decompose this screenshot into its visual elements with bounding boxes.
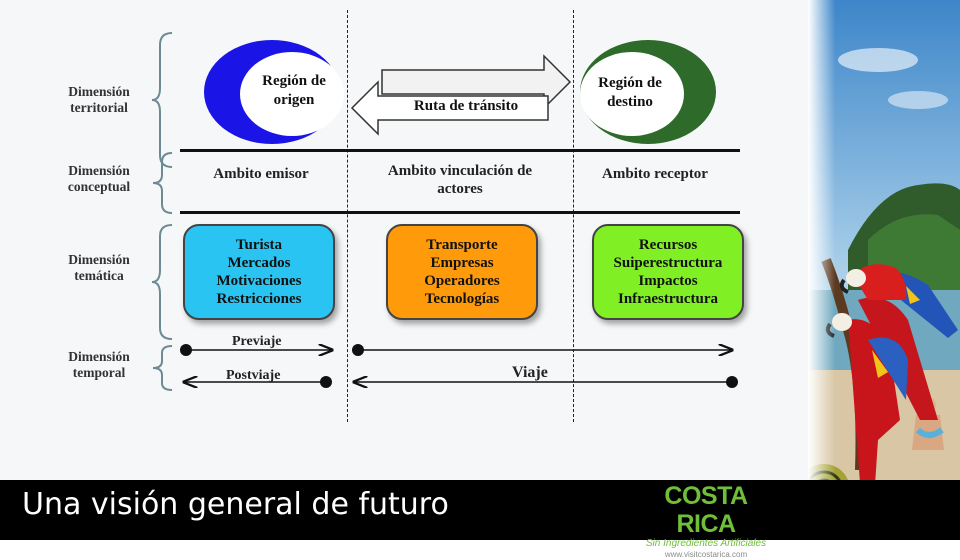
separator-left [347, 10, 348, 422]
thematic-item: Operadores [424, 273, 500, 289]
thematic-item: Transporte [426, 237, 498, 253]
bracket-territorial [151, 32, 173, 168]
dimension-label-temporal: Dimensión temporal [44, 349, 154, 381]
temporal-arrows [180, 344, 738, 388]
ambito-receptor: Ambito receptor [602, 166, 708, 182]
thematic-item: Impactos [638, 273, 698, 289]
dimension-label-line: Dimensión [68, 252, 130, 267]
thematic-item: Infraestructura [618, 291, 718, 307]
dimension-label-territorial: Dimensión territorial [44, 84, 154, 116]
logo-wordmark: COSTA RICA [664, 482, 748, 538]
previaje-start-dot [180, 344, 192, 356]
thematic-item: Recursos [638, 237, 698, 253]
bracket-conceptual [152, 152, 173, 214]
postviaje-label: Postviaje [226, 368, 281, 383]
origin-label-line: origen [273, 92, 315, 108]
thematic-item: Empresas [430, 255, 494, 271]
return-arrow [350, 80, 549, 136]
ambito-vinculacion: Ambito vinculación de actores [362, 162, 558, 198]
thematic-box-destination: Recursos Suiperestructura Impactos Infra… [592, 224, 744, 320]
viaje-start-dot [352, 344, 364, 356]
transit-label: Ruta de tránsito [413, 98, 519, 114]
bracket-temporal [152, 345, 173, 391]
outbound-arrow [381, 54, 572, 110]
macaw-beach-photo [808, 0, 960, 540]
dimension-label-line: temporal [72, 365, 126, 380]
thematic-item: Mercados [227, 255, 291, 271]
separator-right [573, 10, 574, 422]
dimension-label-tematica: Dimensión temática [44, 252, 154, 284]
thematic-box-transit: Transporte Empresas Operadores Tecnologí… [386, 224, 538, 320]
dimension-label-line: territorial [70, 100, 128, 115]
destination-region-shape [580, 40, 716, 144]
dimension-label-line: Dimensión [68, 349, 130, 364]
origin-region-shape [204, 40, 344, 144]
destination-label-line: destino [607, 94, 653, 110]
viaje-label: Viaje [512, 364, 548, 381]
thematic-box-origin: Turista Mercados Motivaciones Restriccio… [183, 224, 335, 320]
viaje-end-dot [726, 376, 738, 388]
previaje-label: Previaje [232, 334, 282, 349]
transit-arrows [350, 54, 572, 136]
dimension-label-line: Dimensión [68, 84, 130, 99]
origin-region-label: Región de origen [244, 72, 344, 110]
dimension-label-line: Dimensión [68, 163, 130, 178]
dimension-label-line: temática [74, 268, 124, 283]
thematic-item: Motivaciones [216, 273, 302, 289]
thematic-item: Turista [235, 237, 283, 253]
divider-top [180, 149, 740, 152]
postviaje-start-dot [320, 376, 332, 388]
origin-label-line: Región de [262, 73, 326, 89]
ambito-vinculacion-line: actores [437, 181, 483, 197]
dimension-label-conceptual: Dimensión conceptual [44, 163, 154, 195]
destination-label-line: Región de [598, 75, 662, 91]
costa-rica-logo: COSTA RICA Sin Ingredientes Artificiales… [640, 482, 772, 559]
thematic-item: Tecnologías [424, 291, 500, 307]
slide-title: Una visión general de futuro [22, 487, 449, 522]
footer-bar [0, 480, 960, 540]
dimension-label-line: conceptual [67, 179, 131, 194]
bracket-tematica [151, 224, 173, 340]
ambito-emisor: Ambito emisor [213, 166, 309, 182]
destination-region-label: Región de destino [580, 74, 680, 112]
divider-bottom [180, 211, 740, 214]
thematic-item: Suiperestructura [613, 255, 723, 271]
thematic-item: Restricciones [216, 291, 302, 307]
logo-url: www.visitcostarica.com [664, 550, 748, 559]
ambito-vinculacion-line: Ambito vinculación de [387, 163, 533, 179]
